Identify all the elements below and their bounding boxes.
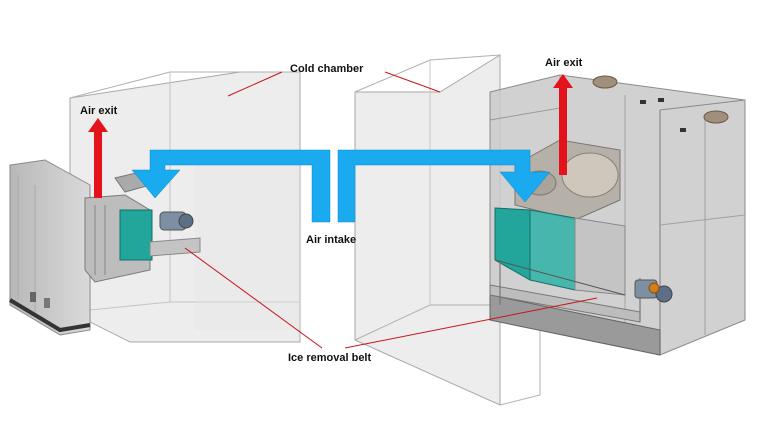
air-exit-label-right: Air exit (545, 57, 583, 69)
right-top-vent (592, 75, 618, 89)
right-ice-removal-belt (489, 262, 673, 323)
right-top-vent (703, 110, 729, 124)
left-airflow-arrow (131, 149, 331, 223)
right-fan-housing (514, 139, 621, 221)
leader-lines (184, 71, 598, 349)
airflow-arrows (88, 74, 573, 223)
air-exit-label-left: Air exit (80, 105, 118, 117)
cold-chamber-leader-right (384, 71, 441, 93)
left-air-exit-arrow (88, 118, 108, 198)
right-air-exit-arrow (553, 74, 573, 175)
left-coil (119, 209, 153, 261)
right-unit (354, 54, 746, 406)
cold-chamber-leader-left (227, 71, 283, 97)
right-evaporator (494, 207, 626, 296)
left-ice-removal-belt (149, 211, 201, 257)
left-unit-cabinet (8, 159, 91, 336)
belt-leader-left (184, 247, 323, 349)
left-unit (8, 71, 301, 343)
belt-leader-right (344, 297, 598, 349)
ice-removal-belt-label: Ice removal belt (288, 352, 372, 364)
cold-chamber-label: Cold chamber (290, 63, 364, 75)
air-intake-label: Air intake (306, 234, 357, 246)
right-airflow-arrow (337, 149, 551, 223)
